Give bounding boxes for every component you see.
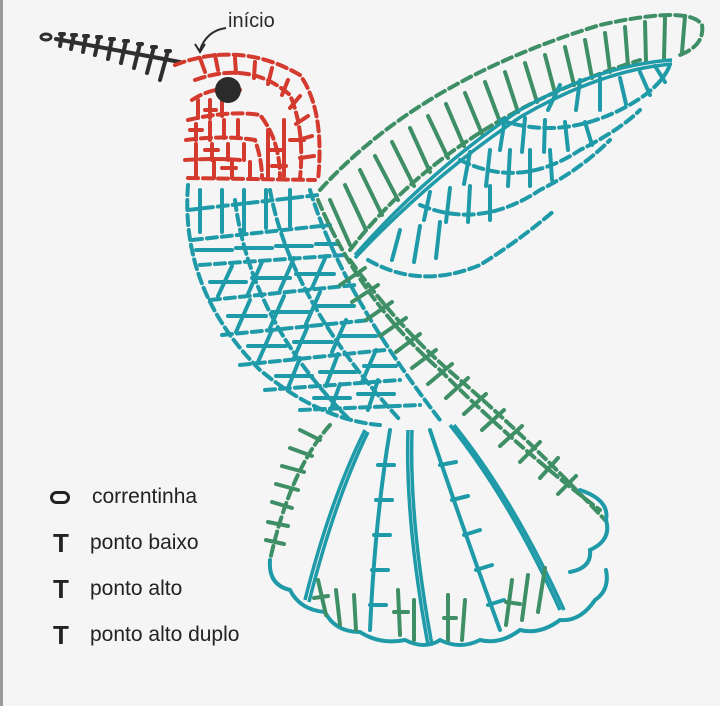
legend-item-chain: correntinha	[44, 474, 239, 520]
stitch-legend: correntinha T ponto baixo T ponto alto T…	[44, 474, 239, 658]
t-stitch-icon: T	[53, 527, 69, 558]
image-left-border	[0, 0, 3, 706]
chain-stitch-icon	[50, 490, 70, 504]
wing-outer	[318, 13, 705, 252]
legend-label: ponto alto	[90, 577, 183, 600]
t-stitch-icon: T	[53, 619, 69, 650]
legend-item-treble-crochet: T ponto alto duplo	[44, 612, 239, 658]
eye	[215, 77, 241, 103]
beak	[39, 32, 182, 82]
body	[185, 183, 442, 427]
tail	[264, 423, 609, 647]
head	[173, 52, 322, 182]
legend-item-single-crochet: T ponto baixo	[44, 520, 239, 566]
legend-label: ponto baixo	[90, 531, 199, 554]
wing-inner	[353, 58, 673, 279]
legend-label: ponto alto duplo	[90, 623, 240, 646]
wing-lower-strip	[316, 198, 610, 574]
start-arrow	[199, 27, 227, 51]
t-stitch-icon: T	[53, 573, 69, 604]
legend-item-double-crochet: T ponto alto	[44, 566, 239, 612]
legend-label: correntinha	[92, 485, 198, 508]
start-label: início	[228, 10, 275, 32]
